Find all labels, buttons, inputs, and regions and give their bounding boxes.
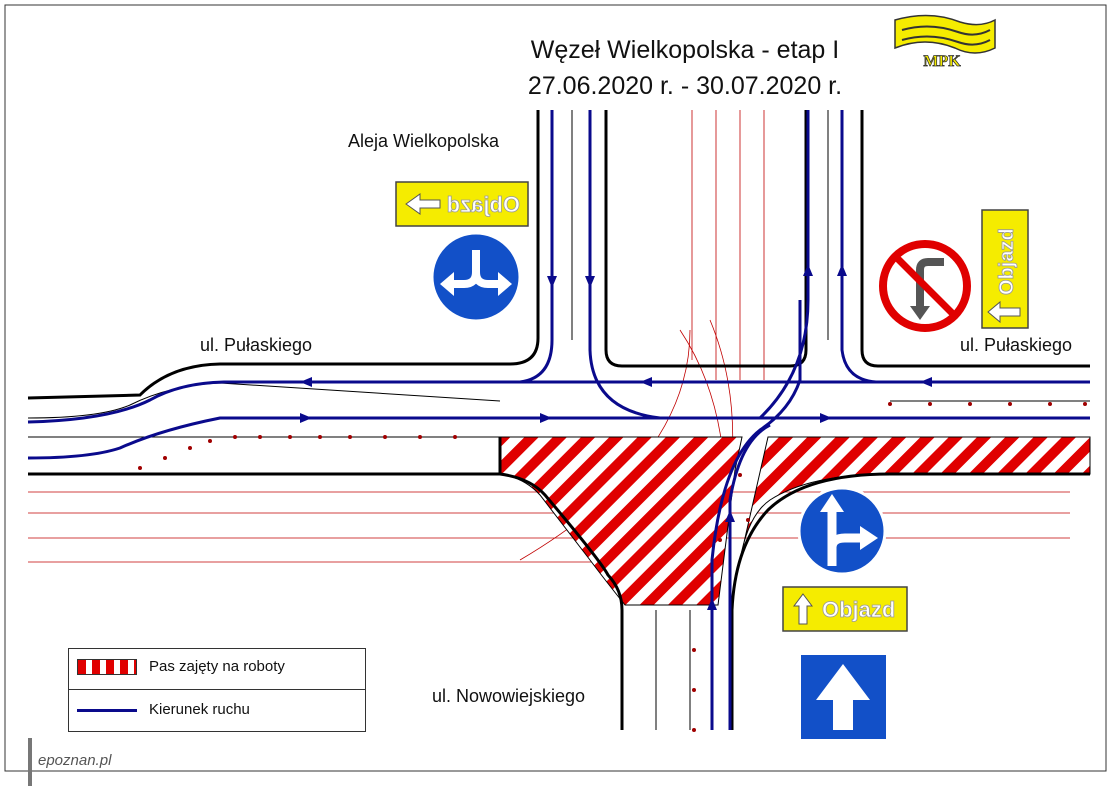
mpk-logo: MPK [894, 14, 996, 70]
detour-sign-east: Objazd [981, 209, 1029, 329]
legend-direction-label: Kierunek ruchu [149, 701, 250, 718]
one-way-sign-icon [799, 653, 888, 741]
traffic-arrows [300, 264, 932, 610]
legend: Pas zajęty na roboty Kierunek ruchu [68, 648, 366, 732]
street-label-south: ul. Nowowiejskiego [432, 686, 585, 706]
works-swatch-icon [77, 659, 137, 675]
works-zone-east [739, 436, 1091, 561]
detour-sign-east-label: Objazd [996, 228, 1018, 295]
mpk-logo-text: MPK [923, 53, 961, 70]
works-zones [499, 436, 1091, 606]
street-label-west: ul. Pułaskiego [200, 335, 312, 355]
street-label-north: Aleja Wielkopolska [348, 131, 500, 151]
cone-dots [138, 402, 1087, 732]
no-left-turn-sign-icon [879, 240, 971, 332]
detour-sign-south-label: Objazd [822, 597, 895, 622]
legend-row-direction: Kierunek ruchu [69, 689, 365, 730]
detour-sign-north: Objazd [395, 181, 529, 227]
works-zone-west [499, 436, 743, 606]
traffic-direction-lines [27, 110, 1090, 730]
street-label-east: ul. Pułaskiego [960, 335, 1072, 355]
detour-arrow-left-icon [405, 193, 441, 215]
watermark-bar [28, 738, 32, 786]
detour-sign-south: Objazd [782, 586, 908, 632]
lane-separators [27, 110, 1090, 730]
legend-row-works: Pas zajęty na roboty [69, 649, 365, 689]
watermark: epoznan.pl [38, 752, 112, 769]
direction-swatch-icon [77, 709, 137, 712]
page-title-line1: Węzeł Wielkopolska - etap I [531, 36, 839, 64]
detour-arrow-left-east-icon [987, 300, 1021, 324]
map-frame [4, 4, 1107, 772]
road-edges [27, 110, 1090, 730]
detour-arrow-up-icon [793, 593, 813, 625]
turn-left-or-right-sign-icon [430, 231, 522, 323]
legend-works-label: Pas zajęty na roboty [149, 658, 285, 675]
detour-sign-north-label: Objazd [447, 192, 520, 217]
page-title-line2: 27.06.2020 r. - 30.07.2020 r. [528, 72, 842, 100]
straight-or-right-sign-icon [797, 486, 887, 576]
